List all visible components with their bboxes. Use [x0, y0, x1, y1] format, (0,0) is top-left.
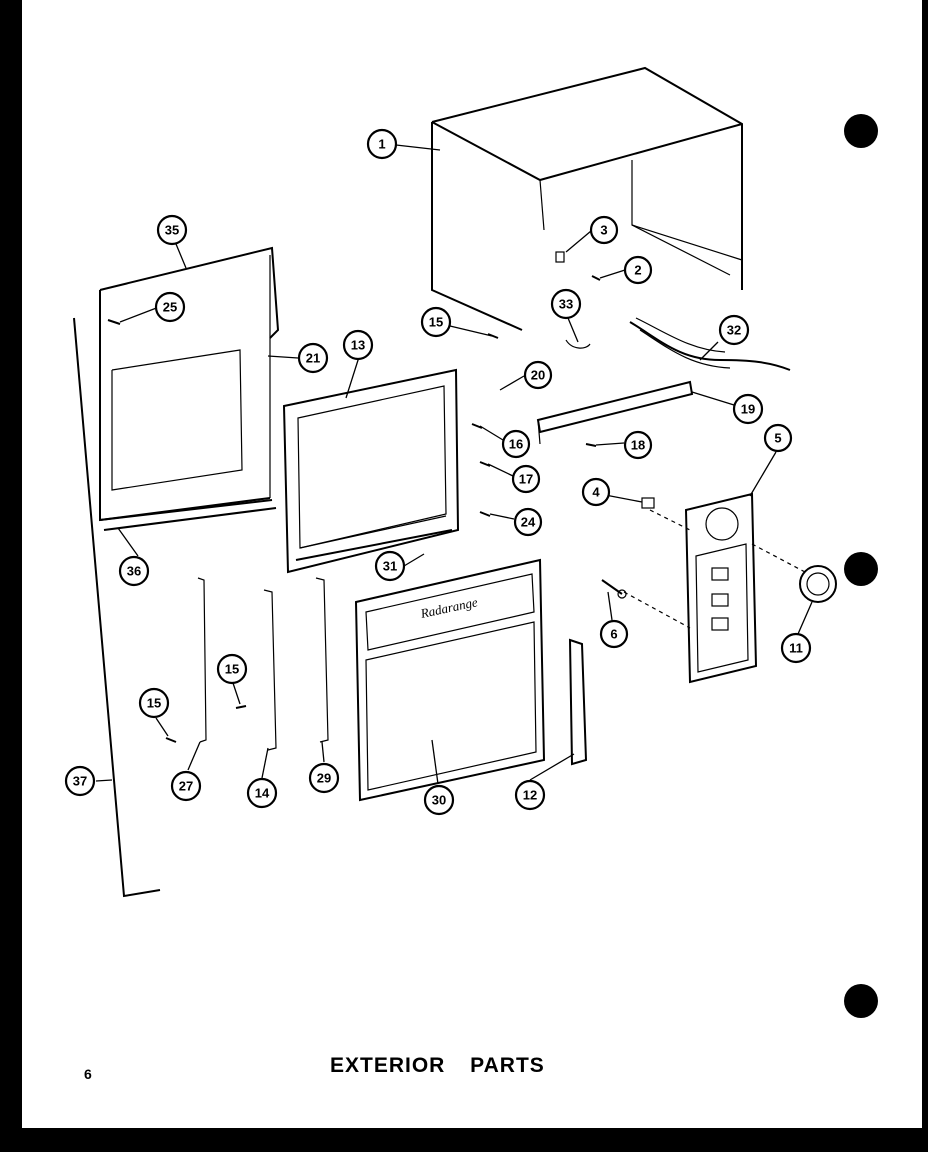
callout-18: 18: [623, 430, 653, 460]
parts-sheet: [22, 0, 922, 1128]
svg-text:2: 2: [634, 263, 641, 278]
callout-15-left: 15: [138, 687, 170, 719]
callout-37: 37: [64, 765, 96, 797]
svg-text:33: 33: [559, 297, 573, 312]
callout-35: 35: [156, 214, 188, 246]
hardware: [107, 275, 655, 743]
svg-text:15: 15: [429, 315, 443, 330]
svg-text:21: 21: [306, 351, 320, 366]
inner-frame: [282, 368, 460, 574]
callout-17: 17: [511, 464, 541, 494]
leader-lines: [95, 144, 813, 785]
svg-text:35: 35: [165, 223, 179, 238]
bracket: [536, 380, 694, 445]
callout-29: 29: [308, 762, 340, 794]
svg-text:36: 36: [127, 564, 141, 579]
side-strips: [197, 577, 329, 751]
callout-30: 30: [423, 784, 455, 816]
svg-text:17: 17: [519, 472, 533, 487]
callout-16: 16: [501, 429, 531, 459]
svg-text:11: 11: [789, 641, 803, 656]
svg-text:27: 27: [179, 779, 193, 794]
svg-text:16: 16: [509, 437, 523, 452]
callout-25: 25: [154, 291, 186, 323]
svg-text:25: 25: [163, 300, 177, 315]
svg-text:24: 24: [521, 515, 536, 530]
binder-hole-middle: [844, 552, 878, 586]
callout-2: 2: [623, 255, 653, 285]
callout-20: 20: [523, 360, 553, 390]
control-knob: [799, 565, 837, 603]
svg-text:12: 12: [523, 788, 537, 803]
assembly-lines: [623, 509, 806, 629]
svg-text:18: 18: [631, 438, 645, 453]
binder-hole-top: [844, 114, 878, 148]
callout-15-mid: 15: [216, 653, 248, 685]
trim-strip: [568, 638, 588, 766]
callout-1: 1: [366, 128, 398, 160]
svg-text:29: 29: [317, 771, 331, 786]
callout-6: 6: [599, 619, 629, 649]
callout-31: 31: [374, 550, 406, 582]
door-panel: Radarange: [354, 558, 546, 802]
svg-text:6: 6: [610, 627, 617, 642]
svg-text:20: 20: [531, 368, 545, 383]
control-panel: [684, 492, 758, 684]
svg-text:31: 31: [383, 559, 397, 574]
svg-text:19: 19: [741, 402, 755, 417]
callout-33: 33: [550, 288, 582, 320]
callout-27: 27: [170, 770, 202, 802]
svg-text:3: 3: [600, 223, 607, 238]
cabinet-shell: [431, 66, 743, 331]
callout-32: 32: [718, 314, 750, 346]
svg-text:5: 5: [774, 431, 781, 446]
callout-5: 5: [763, 423, 793, 453]
callout-11: 11: [780, 632, 812, 664]
svg-text:15: 15: [225, 662, 239, 677]
callout-36: 36: [118, 555, 150, 587]
svg-text:37: 37: [73, 774, 87, 789]
callout-24: 24: [513, 507, 543, 537]
page-number: 6: [84, 1066, 92, 1082]
svg-text:4: 4: [592, 485, 600, 500]
svg-text:1: 1: [378, 137, 385, 152]
svg-text:32: 32: [727, 323, 741, 338]
binder-hole-bottom: [844, 984, 878, 1018]
svg-text:14: 14: [255, 786, 270, 801]
svg-text:15: 15: [147, 696, 161, 711]
wire-harness: [629, 317, 791, 371]
callout-19: 19: [732, 393, 764, 425]
callout-15-top: 15: [420, 306, 452, 338]
callout-4: 4: [581, 477, 611, 507]
page-title: EXTERIOR PARTS: [330, 1054, 545, 1077]
callout-3: 3: [589, 215, 619, 245]
callout-21: 21: [297, 342, 329, 374]
callout-12: 12: [514, 779, 546, 811]
svg-text:13: 13: [351, 338, 365, 353]
callout-14: 14: [246, 777, 278, 809]
callout-13: 13: [342, 329, 374, 361]
side-panel: [73, 246, 280, 898]
svg-text:30: 30: [432, 793, 446, 808]
